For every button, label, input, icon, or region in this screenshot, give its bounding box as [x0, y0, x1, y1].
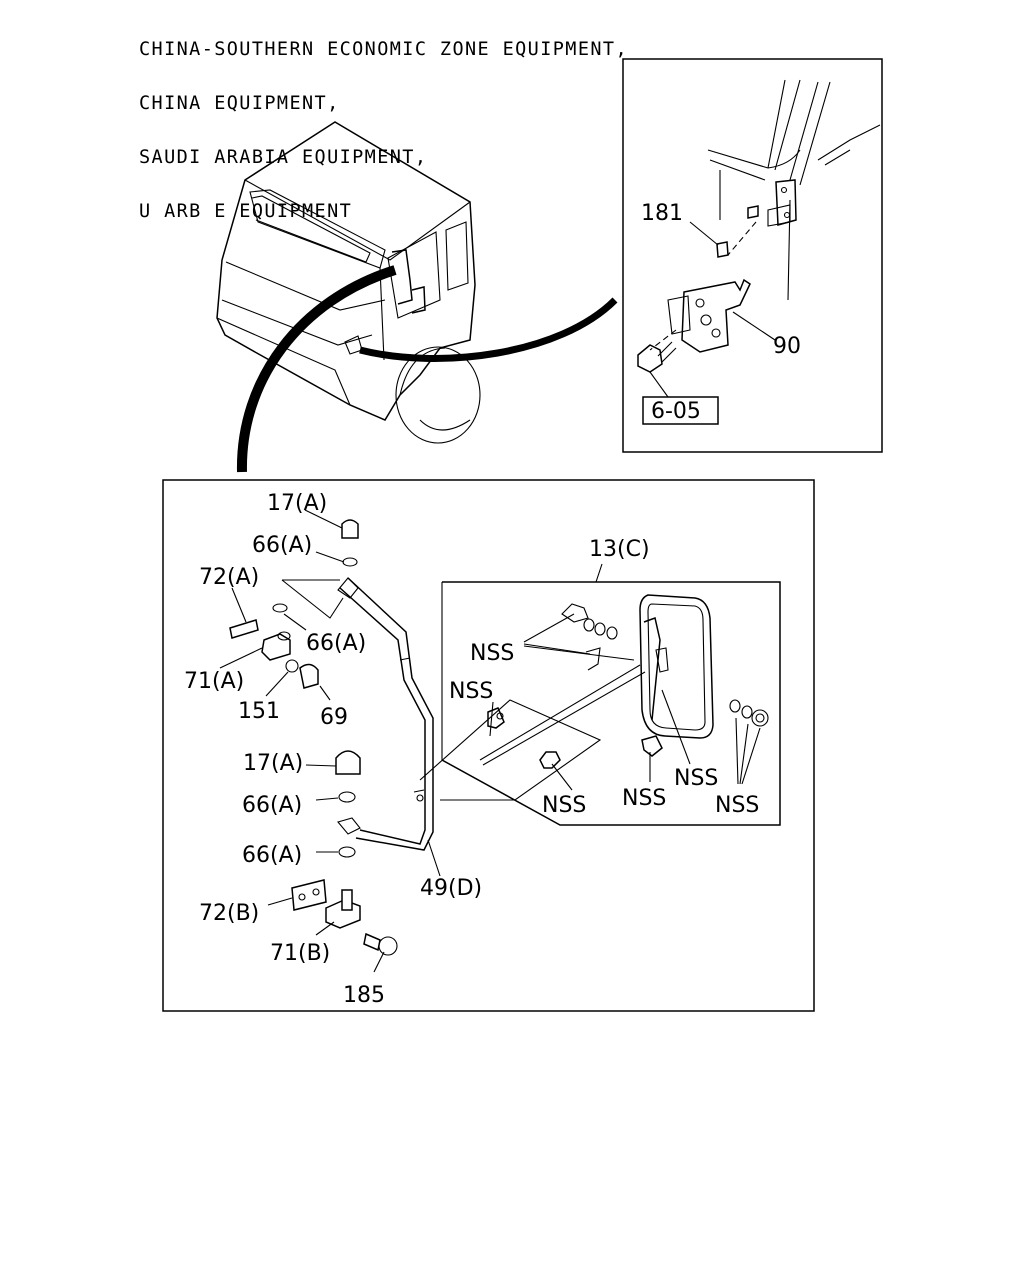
label-nss-1: NSS: [470, 641, 514, 666]
label-49d: 49(D): [420, 876, 482, 901]
label-90: 90: [773, 334, 801, 359]
ref-box: [642, 396, 719, 425]
label-72a: 72(A): [199, 565, 259, 590]
label-66a-mid: 66(A): [306, 631, 366, 656]
label-69: 69: [320, 705, 348, 730]
label-66a-third: 66(A): [242, 843, 302, 868]
label-66a-top: 66(A): [252, 533, 312, 558]
main-assembly: 17(A) 66(A) 72(A) 66(A) 71(A) 151 69 17(…: [162, 479, 815, 1012]
label-13c: 13(C): [589, 537, 650, 562]
header-line-4: U ARB E EQUIPMENT: [139, 201, 353, 222]
equipment-header: CHINA-SOUTHERN ECONOMIC ZONE EQUIPMENT, …: [139, 5, 628, 239]
label-ref-6-05: 6-05: [651, 399, 701, 424]
label-nss-3: NSS: [542, 793, 586, 818]
label-71a: 71(A): [184, 669, 244, 694]
header-line-2: CHINA EQUIPMENT,: [139, 93, 340, 114]
label-181: 181: [641, 201, 683, 226]
label-71b: 71(B): [270, 941, 330, 966]
label-185: 185: [343, 983, 385, 1008]
label-nss-6: NSS: [715, 793, 759, 818]
inset-detail: 181 90 6-05: [622, 58, 883, 453]
label-nss-4: NSS: [622, 786, 666, 811]
label-17a-top: 17(A): [267, 491, 327, 516]
truck-cab-illustration: [216, 121, 618, 473]
header-line-1: CHINA-SOUTHERN ECONOMIC ZONE EQUIPMENT,: [139, 39, 628, 60]
label-151: 151: [238, 699, 280, 724]
header-line-3: SAUDI ARABIA EQUIPMENT,: [139, 147, 428, 168]
label-nss-2: NSS: [449, 679, 493, 704]
label-72b: 72(B): [199, 901, 259, 926]
label-17a-second: 17(A): [243, 751, 303, 776]
label-nss-5: NSS: [674, 766, 718, 791]
label-66a-second: 66(A): [242, 793, 302, 818]
